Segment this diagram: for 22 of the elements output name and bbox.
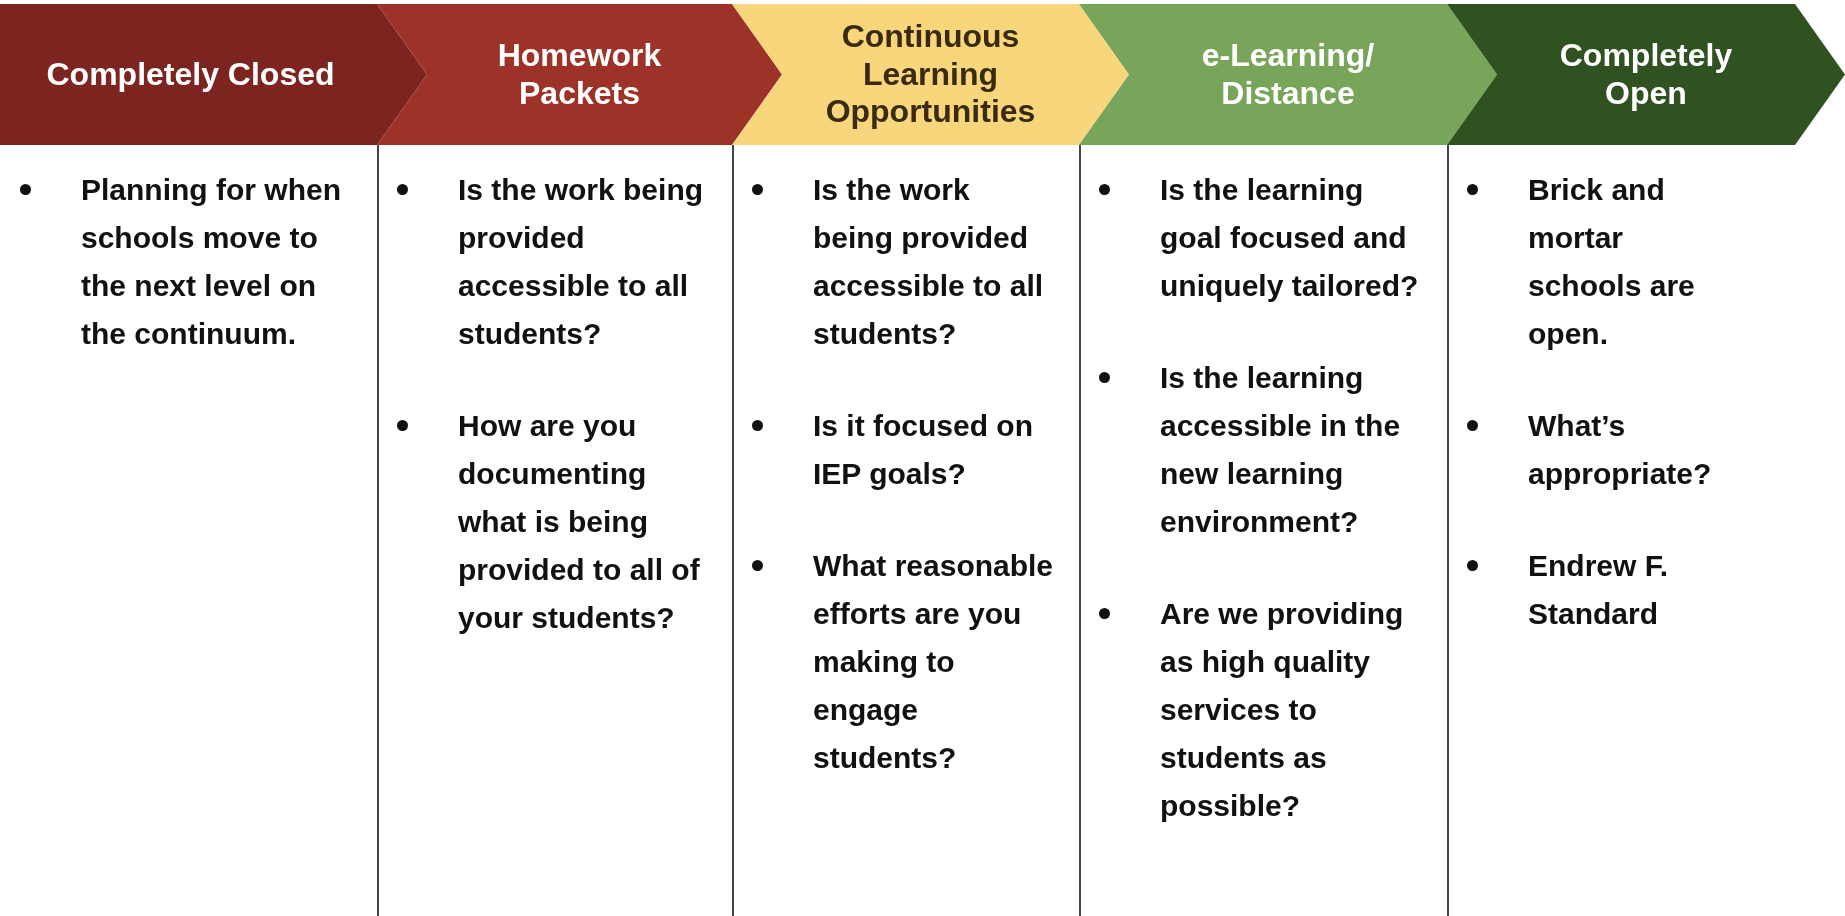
stage-banner	[377, 4, 782, 145]
bullet-text: Is the work being provided accessible to all students?	[458, 172, 705, 352]
chevron-label: Continuous Learning Opportunities	[824, 17, 1037, 132]
chevron-label: e-Learning/ Distance	[1200, 36, 1376, 113]
bullet-text: Planning for when schools move to the next level on the continuum.	[81, 172, 342, 352]
bullet-text: Is the learning accessible in the new learning environment?	[1160, 360, 1402, 540]
stage-banner	[732, 4, 1129, 145]
bullet-text: Is it focused on IEP goals?	[813, 408, 1035, 492]
stage-banner	[1079, 4, 1497, 145]
chevron-label: Completely Closed	[45, 55, 336, 94]
stage-banner	[0, 4, 427, 145]
chevron-label: Homework Packets	[496, 36, 663, 113]
stage-banner	[1447, 4, 1845, 145]
chevron-label: Completely Open	[1558, 36, 1734, 113]
bullet-text: Is the work being provided accessible to all students?	[813, 172, 1045, 352]
bullet-text: Is the learning goal focused and uniquely tailored?	[1160, 172, 1420, 304]
bullet-text: Are we providing as high quality services to students as possible?	[1160, 596, 1405, 824]
bullet-text: How are you documenting what is being provided to all of your students?	[458, 408, 701, 636]
bullet-text: What reasonable efforts are you making to engage students?	[813, 548, 1055, 776]
bullet-text: Brick and mortar schools are open.	[1528, 172, 1696, 352]
bullet-text: What’s appropriate?	[1528, 408, 1713, 492]
bullet-text: Endrew F. Standard	[1528, 548, 1670, 632]
